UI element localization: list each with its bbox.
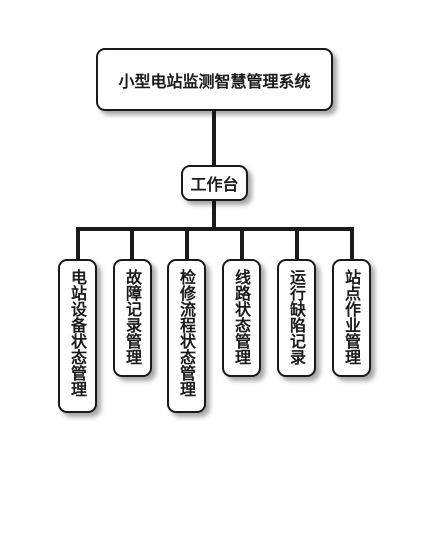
module-label: 电站设备状态管理: [68, 269, 87, 397]
module-node-line-status: 线路状态管理: [222, 259, 261, 377]
system-title: 小型电站监测智慧管理系统: [118, 71, 311, 91]
module-node-fault-record: 故障记录管理: [113, 259, 152, 377]
module-label: 检修流程状态管理: [177, 269, 196, 397]
module-node-equipment-status: 电站设备状态管理: [58, 259, 97, 413]
module-node-defect-record: 运行缺陷记录: [277, 259, 316, 377]
module-label: 故障记录管理: [123, 269, 142, 365]
module-node-maintenance-flow: 检修流程状态管理: [167, 259, 206, 413]
workbench-label: 工作台: [190, 175, 239, 194]
module-label: 站点作业管理: [342, 269, 361, 365]
workbench-node: 工作台: [181, 165, 248, 201]
module-label: 线路状态管理: [232, 269, 251, 365]
system-title-node: 小型电站监测智慧管理系统: [96, 48, 333, 111]
module-label: 运行缺陷记录: [287, 269, 306, 365]
module-node-site-work: 站点作业管理: [332, 259, 371, 377]
